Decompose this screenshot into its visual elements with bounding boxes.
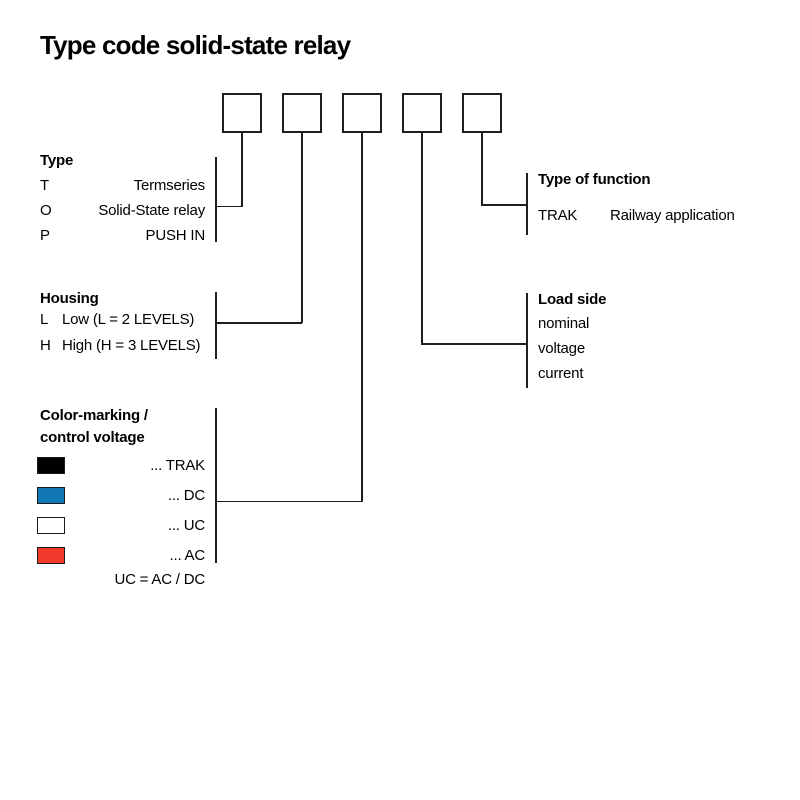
connector-h-load-side xyxy=(421,343,527,345)
bracket-color-marking xyxy=(215,408,217,563)
bracket-load-side xyxy=(526,293,528,388)
bracket-type xyxy=(215,157,217,242)
color-marking-footnote: UC = AC / DC xyxy=(114,571,205,588)
load-side-line-nominal: nominal xyxy=(538,315,590,332)
housing-row-l: L Low (L = 2 LEVELS) xyxy=(40,311,194,328)
connector-h-housing xyxy=(215,322,302,324)
load-side-line-current: current xyxy=(538,365,584,382)
type-code-box-3 xyxy=(342,93,382,133)
color-marking-heading-line2: control voltage xyxy=(40,429,145,446)
color-label-uc: ... UC xyxy=(167,517,205,534)
type-code-box-1 xyxy=(222,93,262,133)
housing-row-h: H High (H = 3 LEVELS) xyxy=(40,337,201,354)
connector-h-color-marking xyxy=(215,500,362,503)
housing-value-l: Low (L = 2 LEVELS) xyxy=(62,311,195,328)
connector-stem-box2 xyxy=(301,133,303,323)
connector-stem-box1 xyxy=(241,133,243,207)
type-row-t: T Termseries xyxy=(40,177,205,194)
type-value-t: Termseries xyxy=(133,177,206,194)
type-code-box-4 xyxy=(402,93,442,133)
color-label-dc: ... DC xyxy=(167,487,205,504)
housing-code-l: L xyxy=(40,311,49,328)
bracket-housing xyxy=(215,292,217,359)
function-code-trak: TRAK xyxy=(538,207,578,224)
color-label-trak: ... TRAK xyxy=(150,457,205,474)
load-side-line-voltage: voltage xyxy=(538,340,585,357)
connector-stem-box3 xyxy=(361,133,363,502)
color-marking-heading-line1: Color-marking / xyxy=(40,407,148,424)
connector-stem-box4 xyxy=(421,133,423,344)
white-swatch xyxy=(37,517,65,534)
type-value-o: Solid-State relay xyxy=(98,202,205,219)
connector-h-type xyxy=(215,205,242,208)
red-swatch xyxy=(37,547,65,564)
type-code-box-2 xyxy=(282,93,322,133)
function-value-trak: Railway application xyxy=(610,207,735,224)
type-row-o: O Solid-State relay xyxy=(40,202,205,219)
type-code-t: T xyxy=(40,177,49,194)
type-code-box-5 xyxy=(462,93,502,133)
connector-stem-box5 xyxy=(481,133,483,205)
color-label-ac: ... AC xyxy=(169,547,206,564)
type-code-p: P xyxy=(40,227,50,244)
housing-code-h: H xyxy=(40,337,51,354)
blue-swatch xyxy=(37,487,65,504)
page-title: Type code solid-state relay xyxy=(40,30,351,60)
housing-value-h: High (H = 3 LEVELS) xyxy=(62,337,201,354)
type-of-function-heading: Type of function xyxy=(538,171,651,188)
type-code-o: O xyxy=(40,202,52,219)
housing-section-heading: Housing xyxy=(40,290,99,307)
type-value-p: PUSH IN xyxy=(145,227,206,244)
connector-h-type-of-function xyxy=(481,204,527,206)
type-row-p: P PUSH IN xyxy=(40,227,205,244)
type-section-heading: Type xyxy=(40,152,74,169)
black-swatch xyxy=(37,457,65,474)
load-side-heading: Load side xyxy=(538,291,607,308)
